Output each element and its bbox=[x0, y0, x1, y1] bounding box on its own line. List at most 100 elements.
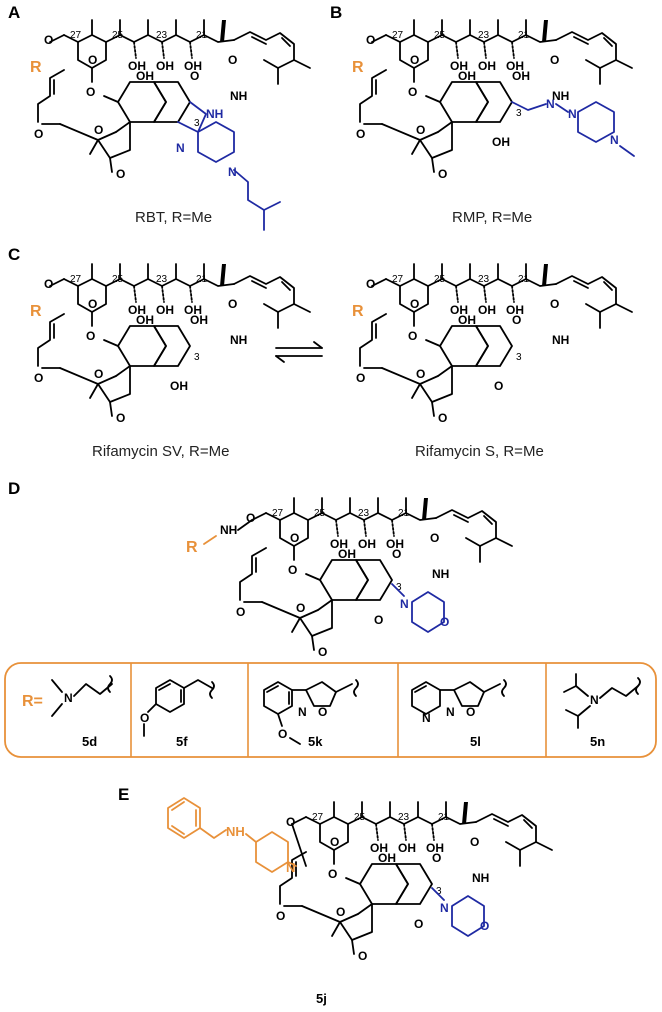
atom-label: OH bbox=[386, 537, 404, 551]
structure-rmp: O 27 25 23 21 R O O OH OH OH OH OH O NH … bbox=[352, 19, 635, 181]
caption-rbt: RBT, R=Me bbox=[135, 209, 212, 226]
caption-rifamycin-s: Rifamycin S, R=Me bbox=[415, 443, 544, 460]
locant-23: 23 bbox=[156, 274, 168, 285]
panel-label-c: C bbox=[8, 245, 20, 264]
locant-27: 27 bbox=[312, 812, 324, 823]
atom-label: O bbox=[276, 909, 285, 923]
atom-label: OH bbox=[156, 303, 174, 317]
atom-label: OH bbox=[478, 59, 496, 73]
atom-label: N bbox=[400, 597, 409, 611]
atom-label: O bbox=[44, 277, 53, 291]
structure-rifamycin-s: O 27 25 23 21 R O O OH OH OH OH O O NH O… bbox=[352, 263, 633, 425]
atom-label: OH bbox=[458, 69, 476, 83]
atom-label: O bbox=[296, 601, 305, 615]
atom-label: OH bbox=[398, 841, 416, 855]
svg-text:N: N bbox=[298, 705, 307, 719]
atom-label: O bbox=[34, 371, 43, 385]
atom-label: O bbox=[318, 645, 327, 659]
locant-21: 21 bbox=[438, 812, 450, 823]
locant-3: 3 bbox=[516, 352, 522, 363]
atom-label: OH bbox=[426, 841, 444, 855]
r-group: R bbox=[352, 59, 364, 76]
atom-label: OH bbox=[338, 547, 356, 561]
locant-3: 3 bbox=[516, 108, 522, 119]
svg-text:O: O bbox=[318, 705, 327, 719]
atom-label: O bbox=[34, 127, 43, 141]
atom-label: OH bbox=[506, 303, 524, 317]
atom-label: O bbox=[438, 411, 447, 425]
atom-label: OH bbox=[450, 59, 468, 73]
atom-label: O bbox=[88, 53, 97, 67]
atom-label: N bbox=[546, 97, 555, 111]
atom-label: NH bbox=[552, 333, 569, 347]
svg-text:N: N bbox=[446, 705, 455, 719]
atom-label: O bbox=[86, 85, 95, 99]
structure-rbt: O 27 25 23 21 R O O OH OH OH OH O O NH O… bbox=[30, 19, 311, 231]
atom-label: OH bbox=[450, 303, 468, 317]
compound-5k: 5k bbox=[308, 734, 323, 749]
substituent-5f: O bbox=[140, 679, 215, 737]
substituent-5k: O N O bbox=[263, 679, 359, 745]
svg-text:O: O bbox=[140, 711, 149, 725]
atom-label: O bbox=[228, 53, 237, 67]
atom-label: NH bbox=[230, 89, 247, 103]
locant-3: 3 bbox=[194, 118, 200, 129]
panel-label-b: B bbox=[330, 3, 342, 22]
equilibrium-arrows-icon bbox=[275, 341, 323, 363]
locant-3: 3 bbox=[396, 582, 402, 593]
locant-23: 23 bbox=[156, 30, 168, 41]
panel-label-d: D bbox=[8, 479, 20, 498]
locant-21: 21 bbox=[518, 30, 530, 41]
atom-label: O bbox=[374, 613, 383, 627]
locant-27: 27 bbox=[272, 508, 284, 519]
atom-label: O bbox=[228, 297, 237, 311]
atom-label: O bbox=[410, 53, 419, 67]
atom-label: OH bbox=[156, 59, 174, 73]
r-group-table: R= N 5d O 5f O bbox=[4, 662, 657, 758]
atom-label: O bbox=[356, 371, 365, 385]
atom-label: OH bbox=[492, 135, 510, 149]
atom-label: OH bbox=[506, 59, 524, 73]
atom-label: OH bbox=[184, 303, 202, 317]
atom-label: OH bbox=[170, 379, 188, 393]
r-group: R bbox=[30, 303, 42, 320]
atom-label: O bbox=[408, 329, 417, 343]
locant-3: 3 bbox=[194, 352, 200, 363]
atom-label: N bbox=[440, 901, 449, 915]
atom-label: NH bbox=[432, 567, 449, 581]
atom-label: O bbox=[290, 531, 299, 545]
atom-label: O bbox=[366, 277, 375, 291]
compound-5j: 5j bbox=[316, 991, 327, 1006]
substituent-5n: N bbox=[563, 673, 641, 729]
locant-25: 25 bbox=[314, 508, 326, 519]
atom-label: O bbox=[44, 33, 53, 47]
locant-21: 21 bbox=[196, 274, 208, 285]
svg-text:N: N bbox=[64, 691, 73, 705]
atom-label: O bbox=[246, 511, 255, 525]
atom-label: OH bbox=[358, 537, 376, 551]
atom-label: O bbox=[356, 127, 365, 141]
atom-label: NH bbox=[472, 871, 489, 885]
atom-label: NH bbox=[552, 89, 569, 103]
atom-label: O bbox=[408, 85, 417, 99]
atom-label: OH bbox=[330, 537, 348, 551]
atom-label: O bbox=[116, 167, 125, 181]
atom-label: O bbox=[480, 919, 489, 933]
locant-27: 27 bbox=[70, 274, 82, 285]
locant-21: 21 bbox=[518, 274, 530, 285]
compound-5d: 5d bbox=[82, 734, 97, 749]
atom-label: O bbox=[550, 53, 559, 67]
atom-label: O bbox=[430, 531, 439, 545]
atom-label: O bbox=[440, 615, 449, 629]
atom-label: O bbox=[416, 123, 425, 137]
panel-label-e: E bbox=[118, 785, 129, 804]
locant-21: 21 bbox=[398, 508, 410, 519]
svg-text:N: N bbox=[422, 711, 431, 725]
r-group: R bbox=[352, 303, 364, 320]
atom-label: O bbox=[392, 547, 401, 561]
locant-23: 23 bbox=[398, 812, 410, 823]
atom-label: OH bbox=[128, 303, 146, 317]
atom-label: NH bbox=[220, 523, 237, 537]
svg-text:O: O bbox=[278, 727, 287, 741]
svg-text:N: N bbox=[590, 693, 599, 707]
